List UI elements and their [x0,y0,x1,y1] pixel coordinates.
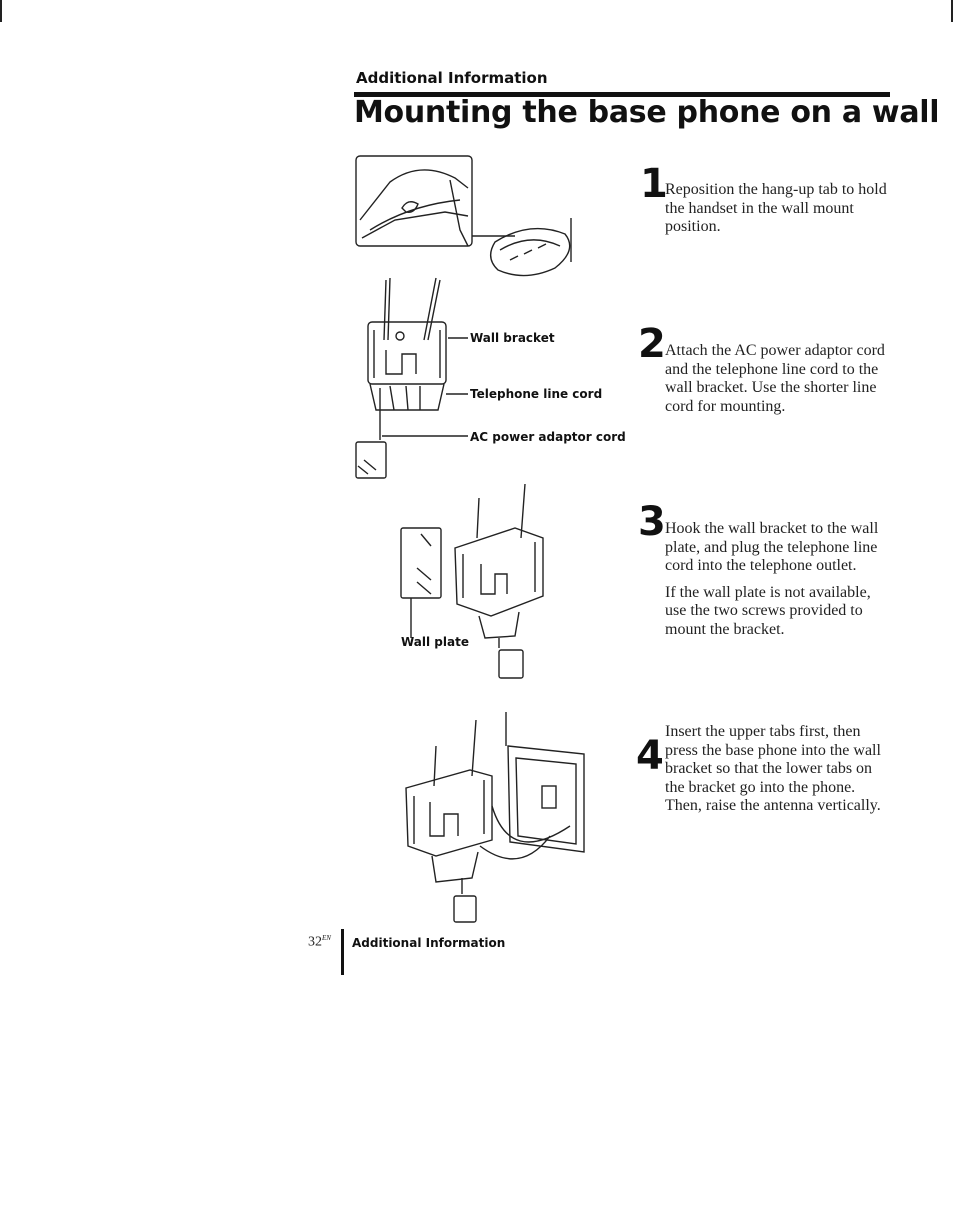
step-text-2: Attach the AC power adaptor cord and the… [665,342,893,424]
page-title: Mounting the base phone on a wall [354,95,940,130]
section-label: Additional Information [356,69,548,87]
step-text-3: Hook the wall bracket to the wall plate,… [665,520,893,647]
step-1-paragraph: Reposition the hang-up tab to hold the h… [665,181,887,235]
callout-ac-power-adaptor-cord: AC power adaptor cord [470,430,626,444]
step-2-paragraph: Attach the AC power adaptor cord and the… [665,342,885,415]
crop-mark-left [0,0,2,22]
page-number: 32EN [308,934,331,951]
illustration-wall-plate [400,483,544,679]
callout-telephone-line-cord: Telephone line cord [470,387,603,401]
crop-mark-right [951,0,953,22]
step-number-1: 1 [640,161,668,207]
illustration-hangup-tab [355,155,572,277]
page-number-value: 32 [308,934,322,950]
step-text-4: Insert the upper tabs first, then press … [665,723,893,824]
callout-wall-bracket: Wall bracket [470,331,555,345]
callout-wall-plate: Wall plate [401,635,469,649]
step-3-paragraph-1: Hook the wall bracket to the wall plate,… [665,520,879,574]
step-3-paragraph-2: If the wall plate is not available, use … [665,583,871,638]
step-4-paragraph: Insert the upper tabs first, then press … [665,723,881,814]
illustration-phone-into-bracket [405,712,585,923]
step-number-3: 3 [638,499,666,545]
step-number-4: 4 [636,733,664,779]
page-number-suffix: EN [322,934,331,942]
step-number-2: 2 [638,321,666,367]
illustration-wall-bracket [355,277,468,479]
footer-divider [341,929,344,975]
step-text-1: Reposition the hang-up tab to hold the h… [665,181,893,245]
title-rule [354,92,890,97]
footer-section-label: Additional Information [352,936,506,950]
